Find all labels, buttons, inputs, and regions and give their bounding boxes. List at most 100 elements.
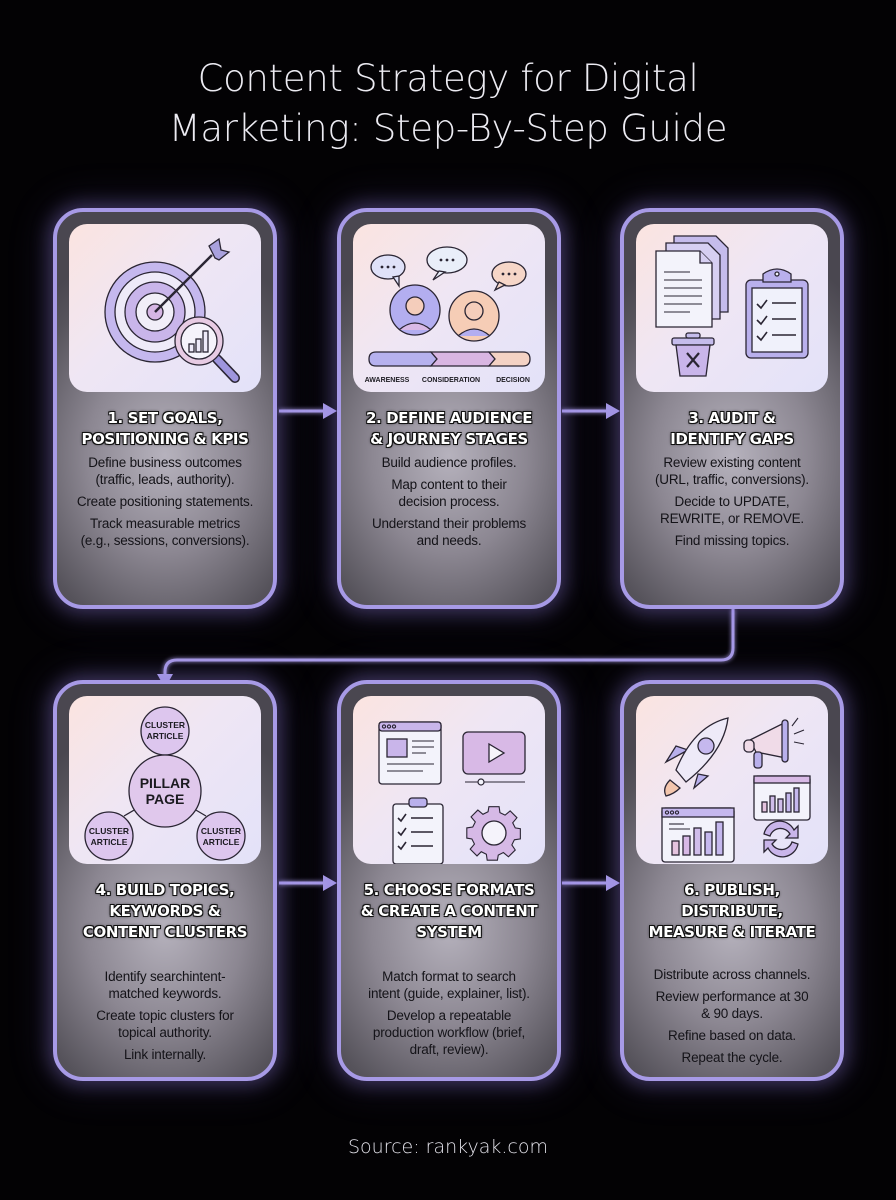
bullet: Develop a repeatable production workflow …: [347, 1007, 551, 1058]
step-4-heading: 4. BUILD TOPICS, KEYWORDS & CONTENT CLUS…: [61, 880, 269, 943]
title-line-2: Marketing: Step-By-Step Guide: [168, 107, 728, 150]
bullet-line: topical authority.: [118, 1025, 212, 1040]
bullet-line: Develop a repeatable: [386, 1008, 512, 1023]
bullet-line: Define business outcomes: [88, 455, 242, 470]
step-3-illustration: [636, 224, 828, 392]
pillar-label: PAGE: [146, 791, 185, 807]
step-1-heading: 1. SET GOALS, POSITIONING & KPIS: [61, 408, 269, 450]
bullet-line: Find missing topics.: [674, 533, 790, 548]
step-6-description: Distribute across channels. Review perfo…: [630, 966, 834, 1071]
bullet: Refine based on data.: [630, 1027, 834, 1044]
heading-line: SYSTEM: [416, 923, 482, 941]
bullet: Define business outcomes (traffic, leads,…: [63, 454, 267, 488]
bullet-line: (e.g., sessions, conversions).: [80, 533, 250, 548]
step-3-heading: 3. AUDIT & IDENTIFY GAPS: [628, 408, 836, 450]
step-2-description: Build audience profiles. Map content to …: [347, 454, 551, 554]
heading-line: 4. BUILD TOPICS,: [95, 881, 235, 899]
heading-line: & JOURNEY STAGES: [370, 430, 528, 448]
pillar-label: PILLAR: [140, 775, 191, 791]
step-2-heading: 2. DEFINE AUDIENCE & JOURNEY STAGES: [345, 408, 553, 450]
bullet-line: Create positioning statements.: [76, 494, 254, 509]
heading-line: CONTENT CLUSTERS: [82, 923, 248, 941]
step-6-heading: 6. PUBLISH, DISTRIBUTE, MEASURE & ITERAT…: [628, 880, 836, 943]
bullet: Track measurable metrics (e.g., sessions,…: [63, 515, 267, 549]
step-1-description: Define business outcomes (traffic, leads,…: [63, 454, 267, 554]
bullet-line: (URL, traffic, conversions).: [655, 472, 809, 487]
bullet-line: production workflow (brief,: [372, 1025, 526, 1040]
bullet-line: REWRITE, or REMOVE.: [660, 511, 804, 526]
step-5-illustration: [353, 696, 545, 864]
stage-decision: DECISION: [496, 377, 530, 384]
step-card-3: 3. AUDIT & IDENTIFY GAPS Review existing…: [620, 208, 844, 609]
page-title: Content Strategy for Digital Marketing: …: [0, 54, 896, 154]
heading-line: DISTRIBUTE,: [681, 902, 783, 920]
bullet-line: Review existing content: [663, 455, 801, 470]
bullet-line: Refine based on data.: [668, 1028, 796, 1043]
bullet-line: Build audience profiles.: [381, 455, 517, 470]
cluster-node-label: ARTICLE: [91, 837, 128, 847]
bullet-line: Link internally.: [123, 1047, 207, 1062]
step-card-2: AWARENESS CONSIDERATION DECISION 2. DEFI…: [337, 208, 561, 609]
bullet: Create topic clusters for topical authori…: [63, 1007, 267, 1041]
documents-clipboard-trash-icon: [655, 235, 809, 377]
step-2-illustration: AWARENESS CONSIDERATION DECISION: [353, 224, 545, 392]
heading-line: 3. AUDIT &: [688, 409, 776, 427]
cluster-node-label: CLUSTER: [145, 720, 185, 730]
step-6-illustration: [636, 696, 828, 864]
step-1-illustration: [69, 224, 261, 392]
heading-line: IDENTIFY GAPS: [670, 430, 794, 448]
step-5-heading: 5. CHOOSE FORMATS & CREATE A CONTENT SYS…: [345, 880, 553, 943]
bullet-line: Repeat the cycle.: [681, 1050, 783, 1065]
bullet-line: Match format to search: [382, 969, 516, 984]
formats-system-icon: [378, 721, 526, 864]
heading-line: 2. DEFINE AUDIENCE: [365, 409, 533, 427]
bullet: Review existing content (URL, traffic, co…: [630, 454, 834, 488]
bullet-line: draft, review).: [409, 1042, 489, 1057]
bullet-line: & 90 days.: [701, 1006, 763, 1021]
bullet: Decide to UPDATE, REWRITE, or REMOVE.: [630, 493, 834, 527]
bullet-line: Distribute across channels.: [653, 967, 811, 982]
bullet-line: Create topic clusters for: [96, 1008, 234, 1023]
bullet-line: Track measurable metrics: [90, 516, 240, 531]
step-card-4: CLUSTER ARTICLE PILLAR PAGE CLUSTER ARTI…: [53, 680, 277, 1081]
heading-line: 1. SET GOALS,: [107, 409, 223, 427]
heading-line: 5. CHOOSE FORMATS: [363, 881, 535, 899]
step-4-illustration: CLUSTER ARTICLE PILLAR PAGE CLUSTER ARTI…: [69, 696, 261, 864]
bullet: Distribute across channels.: [630, 966, 834, 983]
bullet-line: Understand their problems: [371, 516, 527, 531]
step-card-1: 1. SET GOALS, POSITIONING & KPIS Define …: [53, 208, 277, 609]
bullet-line: decision process.: [398, 494, 500, 509]
bullet-line: Identify searchintent-: [104, 969, 226, 984]
source-credit: Source: rankyak.com: [347, 1136, 549, 1158]
bullet-line: Decide to UPDATE,: [674, 494, 790, 509]
stage-awareness: AWARENESS: [365, 377, 410, 384]
title-line-1: Content Strategy for Digital: [197, 57, 699, 100]
bullet: Build audience profiles.: [347, 454, 551, 471]
step-4-description: Identify searchintent-matched keywords. …: [63, 968, 267, 1068]
bullet-line: (traffic, leads, authority).: [95, 472, 235, 487]
bullet-line: Review performance at 30: [655, 989, 809, 1004]
step-card-6: 6. PUBLISH, DISTRIBUTE, MEASURE & ITERAT…: [620, 680, 844, 1081]
heading-line: POSITIONING & KPIS: [81, 430, 249, 448]
cluster-node-label: CLUSTER: [89, 826, 129, 836]
pillar-cluster-diagram-icon: CLUSTER ARTICLE PILLAR PAGE CLUSTER ARTI…: [84, 706, 246, 861]
audience-journey-icon: AWARENESS CONSIDERATION DECISION: [365, 246, 531, 384]
heading-line: KEYWORDS &: [109, 902, 221, 920]
bullet: Find missing topics.: [630, 532, 834, 549]
heading-line: & CREATE A CONTENT: [360, 902, 538, 920]
cluster-node-label: ARTICLE: [203, 837, 240, 847]
cluster-node-label: CLUSTER: [201, 826, 241, 836]
heading-line: MEASURE & ITERATE: [648, 923, 816, 941]
step-card-5: 5. CHOOSE FORMATS & CREATE A CONTENT SYS…: [337, 680, 561, 1081]
rocket-megaphone-analytics-icon: [661, 717, 811, 863]
cluster-node-label: ARTICLE: [147, 731, 184, 741]
bullet-line: matched keywords.: [108, 986, 222, 1001]
bullet: Repeat the cycle.: [630, 1049, 834, 1066]
bullet: Create positioning statements.: [63, 493, 267, 510]
target-arrow-magnifier-chart-icon: [104, 237, 240, 383]
bullet: Review performance at 30 & 90 days.: [630, 988, 834, 1022]
bullet: Link internally.: [63, 1046, 267, 1063]
